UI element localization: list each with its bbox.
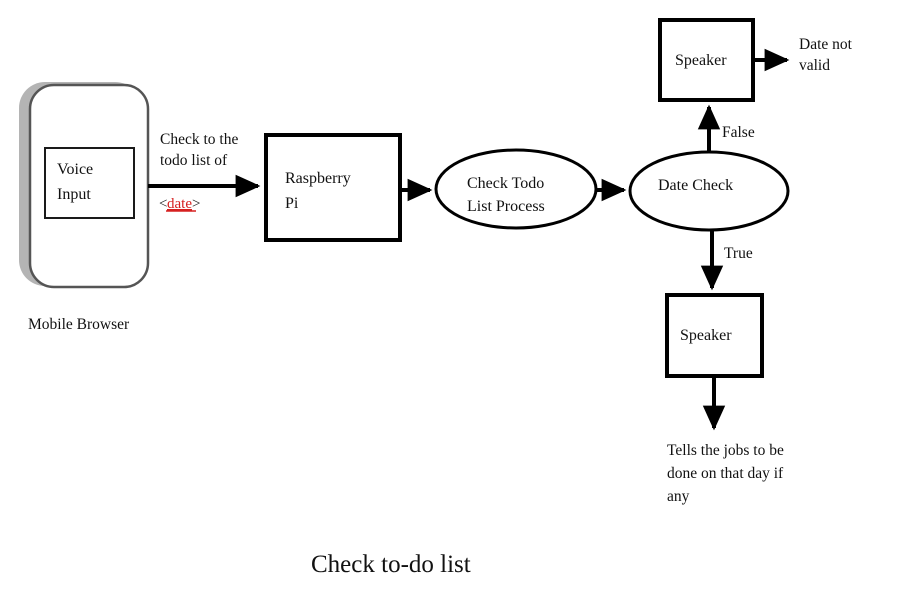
node-speaker-invalid-label: Speaker (675, 52, 727, 69)
node-raspberry-pi[interactable] (264, 133, 402, 242)
date-token-close: > (192, 196, 200, 212)
device-caption-mobile-browser: Mobile Browser (28, 316, 130, 333)
node-speaker-valid-label: Speaker (680, 327, 732, 344)
node-voice-input-label-line2: Input (57, 186, 91, 203)
node-voice-input[interactable] (44, 147, 135, 219)
outcome-invalid-line1: Date not (799, 36, 853, 53)
node-speaker-invalid[interactable] (658, 18, 755, 102)
node-raspberry-pi-label-line2: Pi (285, 195, 299, 212)
outcome-valid-line1: Tells the jobs to be (667, 442, 784, 459)
node-check-todo-label-line1: Check Todo (467, 175, 544, 192)
edge-datecheck-false-label: False (722, 124, 755, 141)
node-speaker-valid[interactable] (665, 293, 764, 378)
edge-datecheck-true-label: True (724, 245, 753, 262)
edge-voice-to-pi-label-line1: Check to the (160, 131, 238, 148)
node-date-check-label: Date Check (658, 177, 733, 194)
diagram-title: Check to-do list (311, 551, 471, 578)
date-token-open: < (159, 196, 167, 212)
edge-voice-to-pi-label-line2: todo list of (160, 152, 228, 169)
edge-voice-to-pi-date-token: <date> (159, 196, 200, 212)
outcome-valid-line3: any (667, 488, 690, 505)
outcome-valid-line2: done on that day if (667, 465, 784, 482)
date-token-word: date (167, 196, 192, 212)
svg-text:<date>: <date> (159, 196, 200, 212)
outcome-invalid-line2: valid (799, 57, 830, 74)
node-check-todo-label-line2b: List Process (467, 198, 545, 215)
node-raspberry-pi-label-line1: Raspberry (285, 170, 351, 187)
node-voice-input-label-line1: Voice (57, 161, 93, 178)
